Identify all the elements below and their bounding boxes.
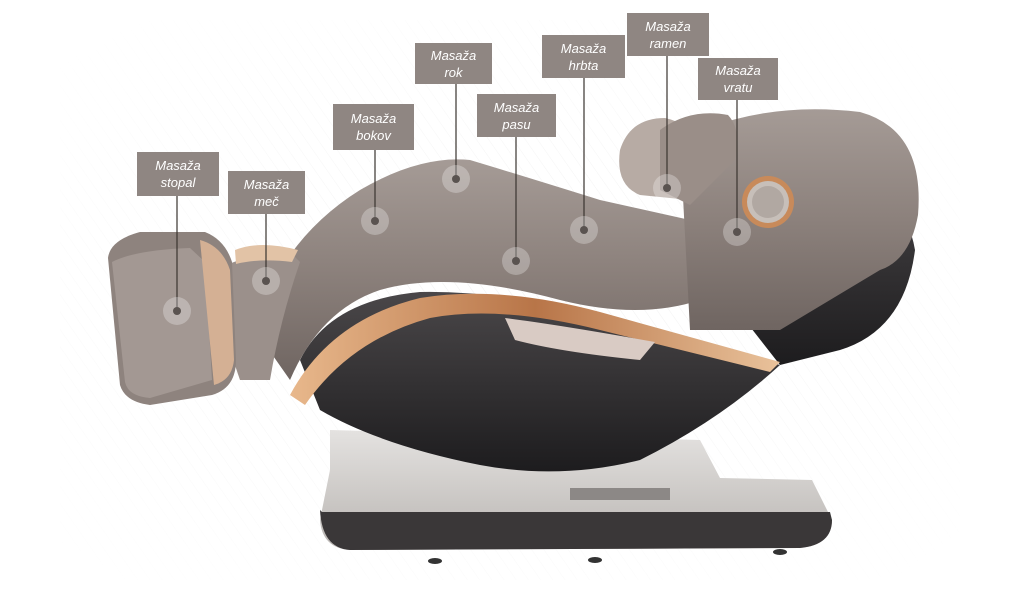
- label-mec-line2: meč: [254, 193, 279, 209]
- label-stopal-line2: stopal: [160, 175, 196, 190]
- label-pasu-line2: pasu: [502, 116, 531, 132]
- hotspot-pasu: [502, 247, 530, 275]
- label-mec-line1: Masaža: [243, 176, 290, 192]
- label-hrbta: Masaža hrbta: [542, 35, 625, 78]
- label-bokov-line2: bokov: [356, 128, 391, 143]
- label-ramen: Masaža ramen: [627, 13, 709, 56]
- gold-accent-trim: [290, 293, 780, 405]
- label-mec: Masaža meč: [228, 171, 305, 214]
- hotspot-rok: [442, 165, 470, 193]
- label-pasu-line1: Masaža: [493, 99, 540, 115]
- label-bokov: Masaža bokov: [333, 104, 414, 150]
- hotspot-bokov: [361, 207, 389, 235]
- foot-rest: [108, 232, 236, 405]
- hotspot-vratu: [723, 218, 751, 246]
- label-vratu-line2: vratu: [723, 80, 753, 95]
- label-stopal: Masaža stopal: [137, 152, 219, 196]
- label-hrbta-line1: Masaža: [560, 40, 607, 56]
- control-knob: [742, 176, 794, 228]
- label-vratu-line1: Masaža: [715, 63, 761, 78]
- hotspot-hrbta: [570, 216, 598, 244]
- label-pasu: Masaža pasu: [477, 94, 556, 137]
- label-bokov-line1: Masaža: [350, 111, 397, 126]
- label-hrbta-line2: hrbta: [568, 57, 599, 73]
- label-rok-line2: rok: [444, 64, 463, 80]
- chair-headrest: [619, 113, 738, 205]
- label-ramen-line1: Masaža: [645, 18, 691, 34]
- hotspot-stopal: [163, 297, 191, 325]
- chair-base: [320, 430, 832, 564]
- label-ramen-line2: ramen: [649, 35, 687, 51]
- label-stopal-line1: Masaža: [155, 158, 201, 173]
- hotspots: [163, 165, 751, 325]
- side-panel-insert: [505, 318, 655, 360]
- label-rok-line1: Masaža: [430, 47, 477, 63]
- hotspot-mec: [252, 267, 280, 295]
- calf-rest: [218, 252, 300, 380]
- leader-lines: [176, 56, 738, 311]
- chair-seat-body: [255, 109, 919, 380]
- hotspot-ramen: [653, 174, 681, 202]
- label-rok: Masaža rok: [415, 43, 492, 84]
- label-vratu: Masaža vratu: [698, 58, 778, 100]
